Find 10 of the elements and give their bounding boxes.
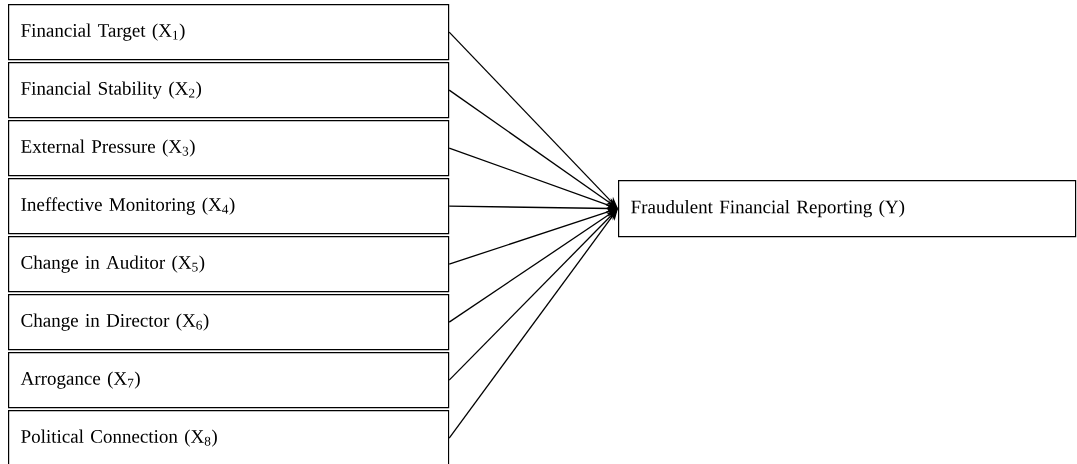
- factor-box: Change in Director (X$_{6}$): [8, 294, 450, 351]
- factor-box: Arrogance (X$_{7}$): [8, 352, 450, 409]
- factor-box: Fraudulent Financial Reporting (Y): [618, 180, 1077, 238]
- factor-box: External Pressure (X$_{3}$): [8, 120, 450, 177]
- arrow: [448, 89, 618, 209]
- factor-box: Change in Auditor (X$_{5}$): [8, 236, 450, 293]
- factor-box: Financial Target (X$_{1}$): [8, 4, 450, 61]
- factor-box: Political Connection (X$_{8}$): [8, 410, 450, 464]
- factor-box: Financial Stability (X$_{2}$): [8, 62, 450, 119]
- factor-box: Ineffective Monitoring (X$_{4}$): [8, 178, 450, 235]
